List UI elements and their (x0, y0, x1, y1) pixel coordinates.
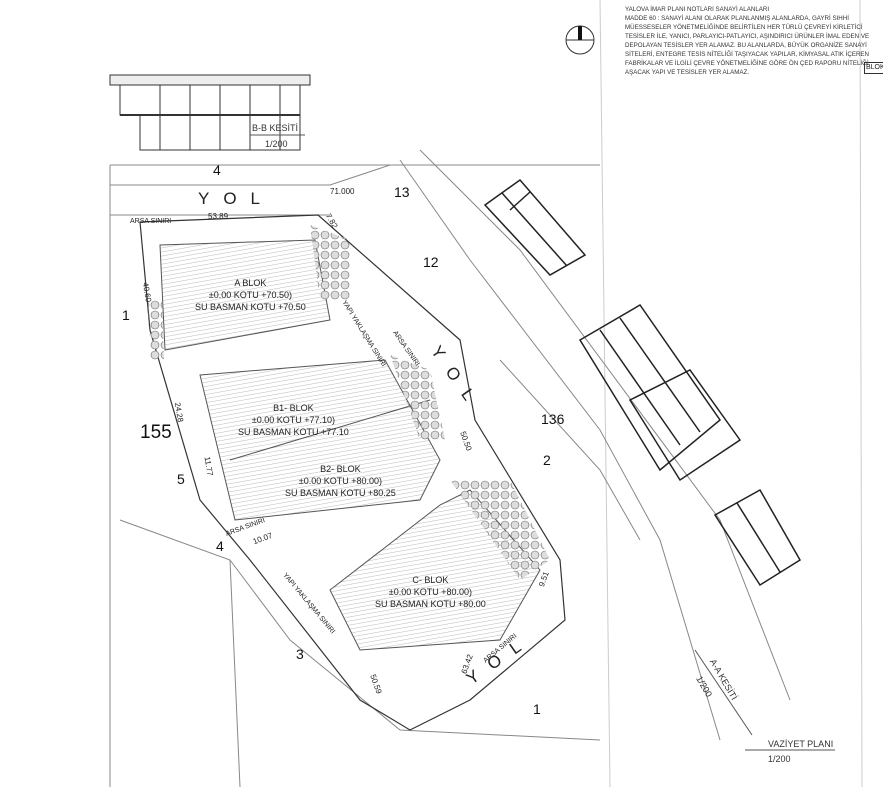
parcel-136: 136 (541, 411, 565, 427)
site-boundary (139, 214, 566, 731)
arsa-siniri-label: ARSA SINIRI (130, 218, 172, 225)
parcel-155: 155 (140, 422, 172, 443)
trees-a (310, 225, 350, 300)
blok-tag: BLOK (864, 62, 883, 74)
parcel-4-bottom: 4 (216, 538, 224, 554)
parcel-4-top: 4 (213, 162, 221, 178)
dim-53-89: 53.89 (208, 212, 229, 221)
plan-title: VAZİYET PLANI (768, 739, 834, 749)
aa-section-drawing (483, 178, 802, 587)
north-arrow-icon (565, 25, 595, 55)
parcel-12: 12 (423, 254, 439, 270)
parcel-3: 3 (296, 646, 304, 662)
block-a-label: A BLOK±0.00 KOTU +70.50)SU BASMAN KOTU +… (195, 278, 306, 313)
bb-section-drawing (109, 74, 311, 151)
block-b1-label: B1- BLOK±0.00 KOTU +77.10)SU BASMAN KOTU… (238, 403, 349, 438)
block-b-footprint (199, 359, 441, 521)
plan-scale: 1/200 (768, 754, 791, 764)
notes-heading: YALOVA İMAR PLANI NOTLARI SANAYİ ALANLAR… (625, 6, 770, 13)
trees-b (390, 355, 445, 440)
sheet-border (599, 0, 611, 787)
block-c-label: C- BLOK±0.00 KOTU +80.00)SU BASMAN KOTU … (375, 575, 486, 610)
zoning-notes: YALOVA İMAR PLANI NOTLARI SANAYİ ALANLAR… (625, 6, 875, 78)
parcel-1-bottom: 1 (533, 701, 541, 717)
road-label-top: YOL (198, 189, 275, 208)
block-b2-label: B2- BLOK±0.00 KOTU +80.00)SU BASMAN KOTU… (285, 464, 396, 499)
notes-body: MADDE 60 : SANAYİ ALANI OLARAK PLANLANMI… (625, 14, 870, 76)
parcel-2: 2 (543, 452, 551, 468)
parcel-13: 13 (394, 184, 410, 200)
road-lines (109, 149, 791, 787)
dim-71-000: 71.000 (330, 187, 355, 196)
parcel-5: 5 (177, 471, 185, 487)
bb-section-scale: 1/200 (265, 139, 288, 149)
trees-c (450, 480, 550, 580)
bb-section-title: B-B KESİTİ (252, 123, 299, 133)
block-a-footprint (159, 239, 331, 351)
parcel-1-left: 1 (122, 307, 130, 323)
